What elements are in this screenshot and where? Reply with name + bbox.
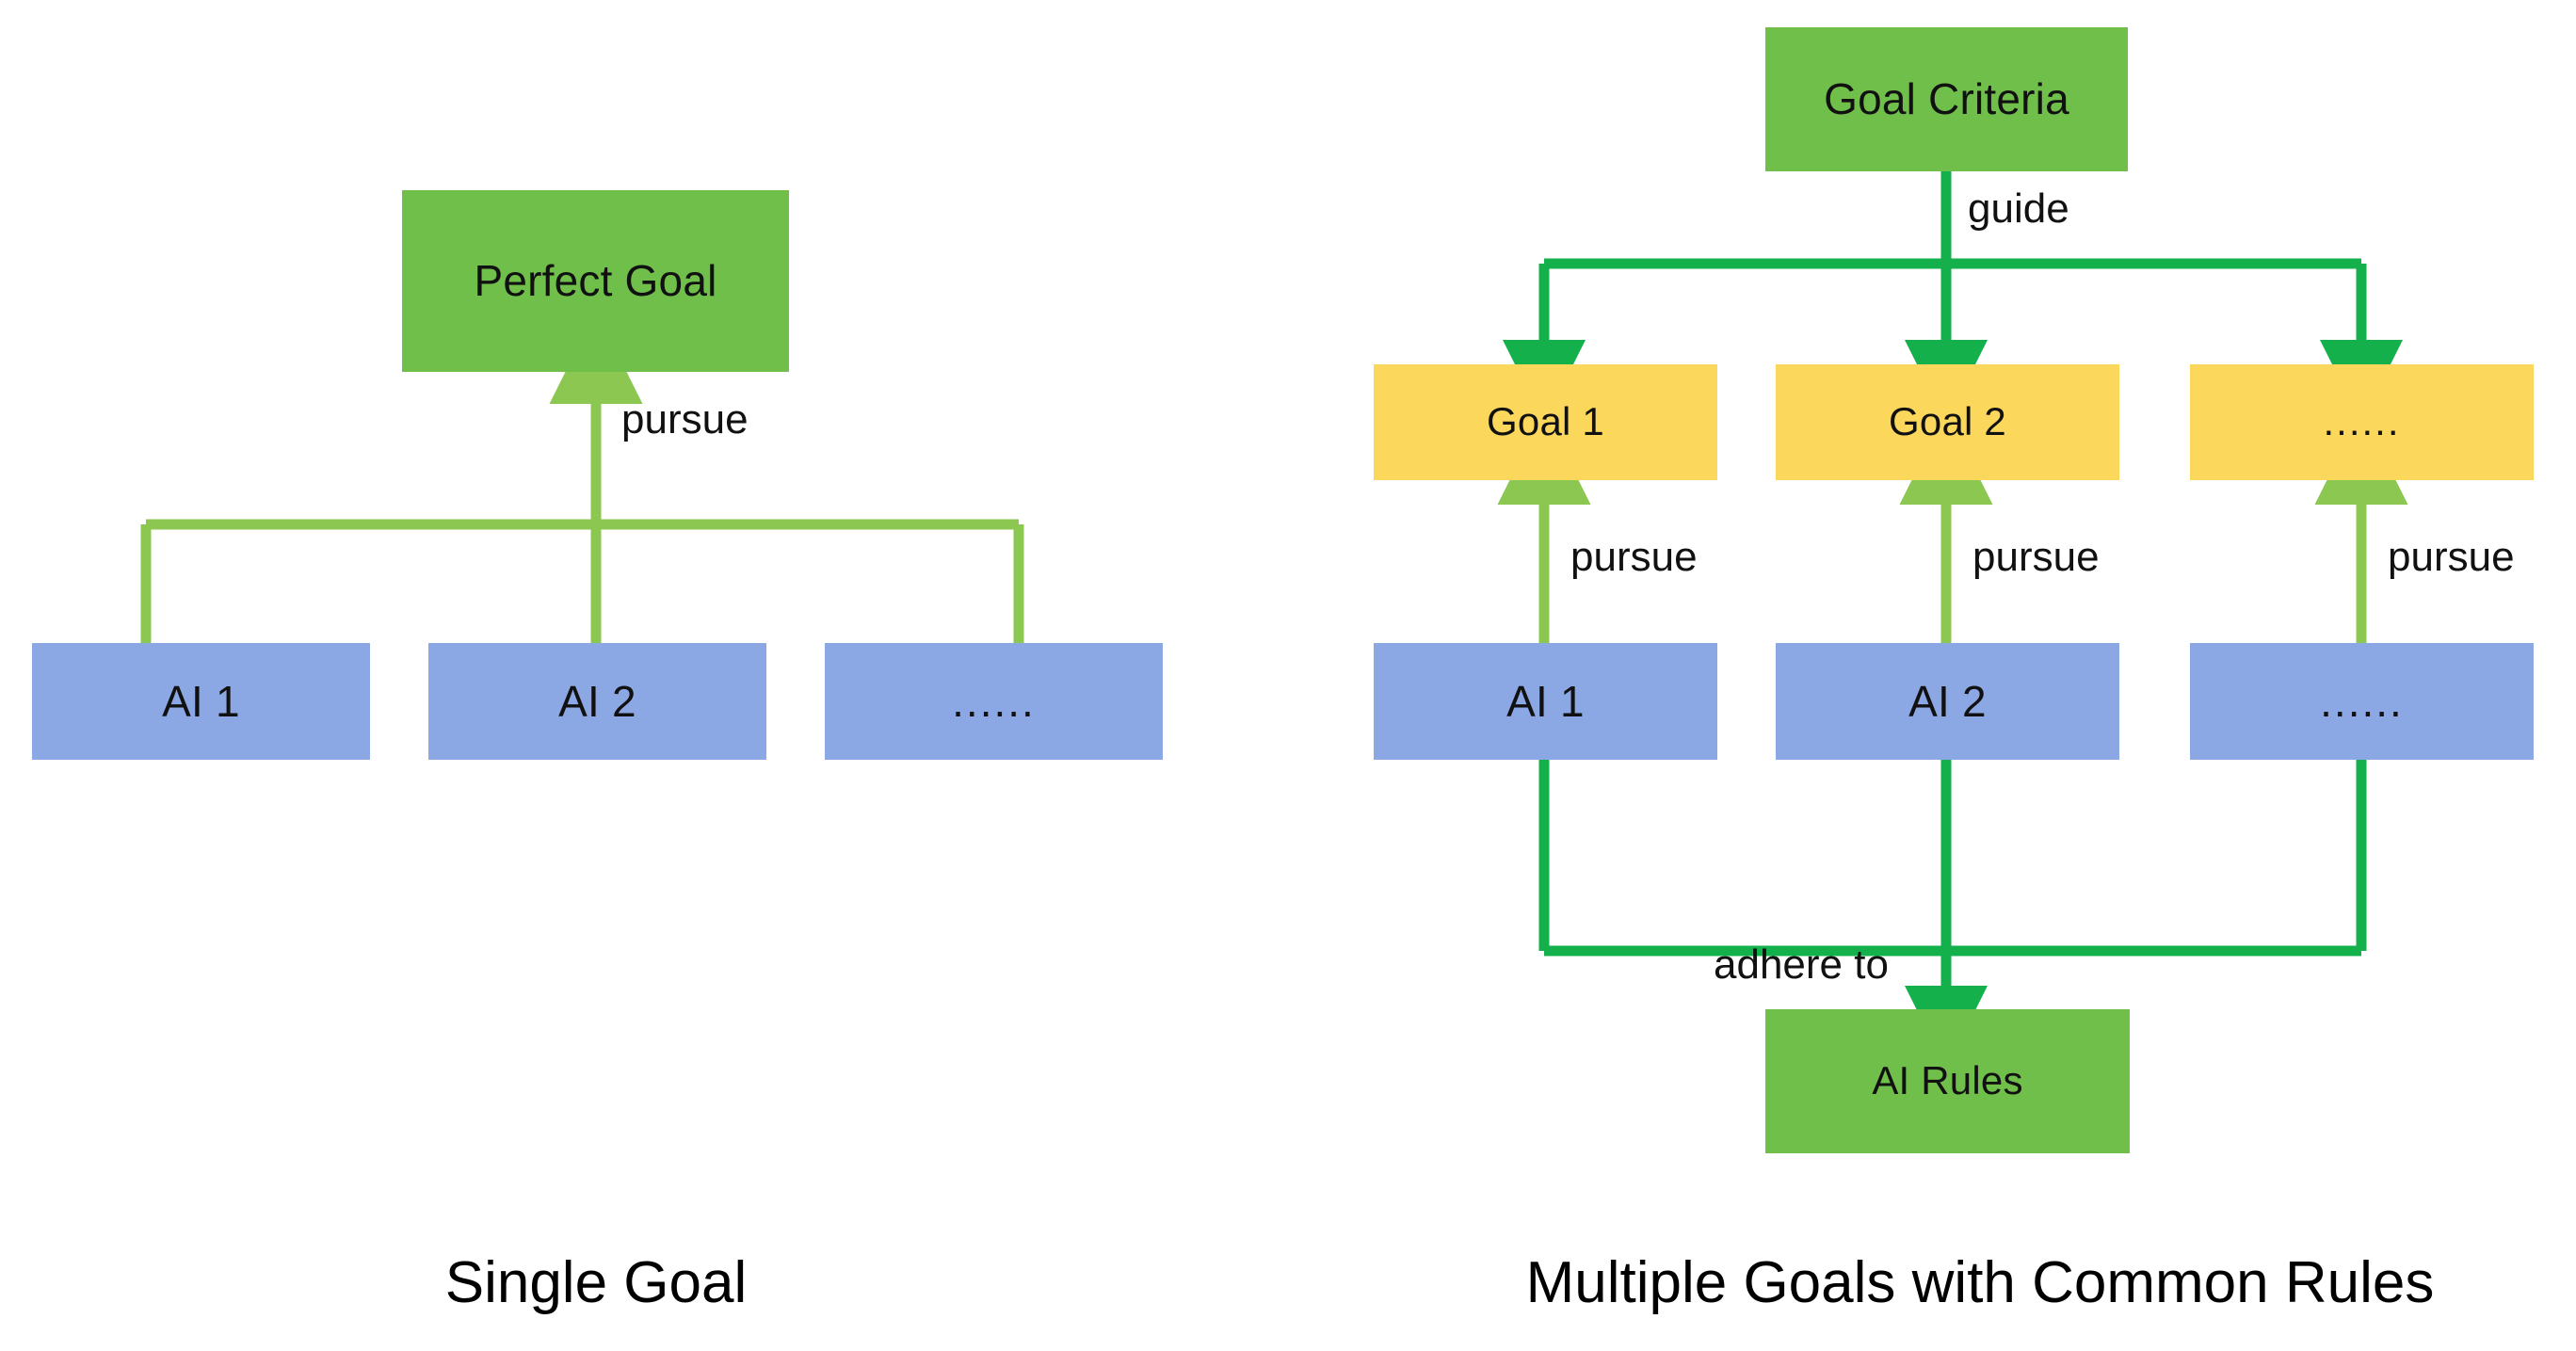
- node-left-ai-2[interactable]: AI 2: [428, 643, 766, 760]
- node-right-ai-2-label: AI 2: [1908, 676, 1987, 726]
- node-right-ai-1-label: AI 1: [1506, 676, 1585, 726]
- node-left-ai-1[interactable]: AI 1: [32, 643, 370, 760]
- node-right-ai-2[interactable]: AI 2: [1776, 643, 2119, 760]
- node-goal-2[interactable]: Goal 2: [1776, 364, 2119, 480]
- node-right-ai-more-label: ......: [2320, 676, 2404, 726]
- caption-multiple-goals: Multiple Goals with Common Rules: [1525, 1250, 2435, 1315]
- edge-label-adhere-to: adhere to: [1714, 941, 1889, 988]
- edge-label-pursue-3: pursue: [2388, 534, 2515, 580]
- edge-label-guide: guide: [1968, 185, 2069, 232]
- node-right-ai-1[interactable]: AI 1: [1374, 643, 1717, 760]
- node-goal-more[interactable]: ......: [2190, 364, 2534, 480]
- node-perfect-goal-label: Perfect Goal: [474, 256, 717, 306]
- edge-label-pursue-1: pursue: [1570, 534, 1698, 580]
- node-left-ai-2-label: AI 2: [558, 676, 636, 726]
- caption-single-goal: Single Goal: [444, 1250, 748, 1315]
- node-left-ai-more-label: ......: [952, 676, 1036, 726]
- node-left-ai-more[interactable]: ......: [825, 643, 1163, 760]
- edge-right-adhere-tree: [1538, 760, 2367, 1069]
- node-right-ai-more[interactable]: ......: [2190, 643, 2534, 760]
- node-goal-criteria-label: Goal Criteria: [1824, 74, 2069, 124]
- node-goal-2-label: Goal 2: [1889, 399, 2006, 444]
- node-goal-1[interactable]: Goal 1: [1374, 364, 1717, 480]
- node-goal-more-label: ......: [2323, 399, 2401, 444]
- node-left-ai-1-label: AI 1: [162, 676, 240, 726]
- edge-label-pursue-2: pursue: [1972, 534, 2100, 580]
- node-ai-rules-label: AI Rules: [1872, 1058, 2023, 1103]
- node-ai-rules[interactable]: AI Rules: [1765, 1009, 2130, 1153]
- edge-label-pursue-left: pursue: [621, 396, 749, 442]
- edge-right-guide-tree: [1503, 171, 2403, 423]
- node-goal-criteria[interactable]: Goal Criteria: [1765, 27, 2128, 171]
- node-perfect-goal[interactable]: Perfect Goal: [402, 190, 789, 372]
- edge-left-pursue-tree: [140, 311, 1024, 650]
- node-goal-1-label: Goal 1: [1487, 399, 1604, 444]
